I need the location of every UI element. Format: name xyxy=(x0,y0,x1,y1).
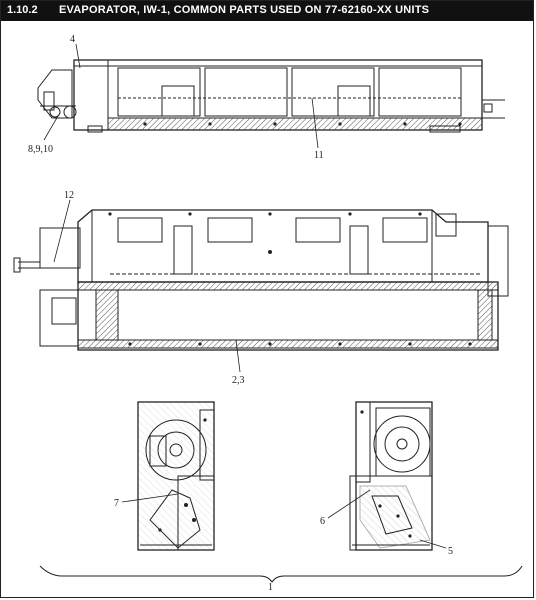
section-title: EVAPORATOR, IW-1, COMMON PARTS USED ON 7… xyxy=(59,4,430,16)
callout-4: 4 xyxy=(70,34,75,45)
callout-leaders-middle xyxy=(53,199,241,373)
callout-8-9-10: 8,9,10 xyxy=(28,144,53,155)
section-number: 1.10.2 xyxy=(7,4,38,16)
assembly-bracket xyxy=(39,565,523,583)
callout-6: 6 xyxy=(320,516,325,527)
callout-7: 7 xyxy=(114,498,119,509)
callout-leaders-top xyxy=(43,43,319,149)
evaporator-end-view-right xyxy=(349,401,433,551)
callout-leaders-right xyxy=(327,489,447,549)
callout-12: 12 xyxy=(64,190,74,201)
callout-11: 11 xyxy=(314,150,324,161)
callout-2-3: 2,3 xyxy=(232,375,245,386)
callout-1: 1 xyxy=(268,582,273,593)
section-header: 1.10.2 EVAPORATOR, IW-1, COMMON PARTS US… xyxy=(1,1,533,21)
evaporator-front-view xyxy=(13,209,509,351)
evaporator-top-view xyxy=(37,59,505,133)
callout-5: 5 xyxy=(448,546,453,557)
callout-leader-7 xyxy=(121,493,179,503)
evaporator-end-view-left xyxy=(137,401,215,551)
